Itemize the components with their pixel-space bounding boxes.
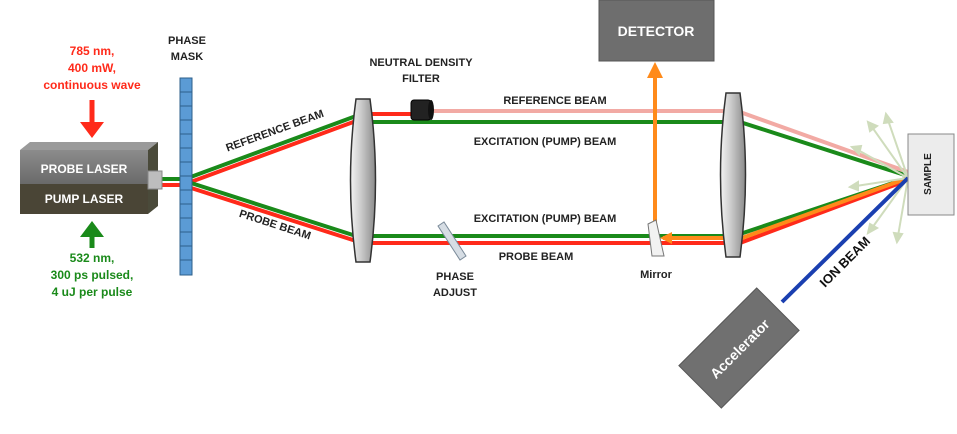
phase-mask: PHASE MASK [168, 35, 206, 276]
probe-spec-line3: continuous wave [43, 78, 141, 92]
probe-beam-bottom-label: PROBE BEAM [499, 251, 574, 263]
sample: SAMPLE [907, 133, 955, 216]
signal-arrow-head-up [647, 62, 663, 78]
pump-spec-line2: 300 ps pulsed, [51, 268, 134, 282]
laser-box: PROBE LASER PUMP LASER [20, 142, 163, 214]
signal-return-diag [741, 176, 909, 240]
probe-spec-line2: 400 mW, [68, 61, 116, 75]
reference-diag-red [187, 119, 357, 185]
reference-beam-top-label: REFERENCE BEAM [503, 95, 606, 107]
scatter-rays [847, 111, 909, 245]
probe-spec: 785 nm, 400 mW, continuous wave [43, 44, 141, 138]
reference-diag-green [187, 114, 357, 180]
laser-aperture [147, 170, 163, 190]
right-lens [719, 92, 747, 258]
pump-spec-line3: 4 uJ per pulse [52, 285, 133, 299]
probe-diag-green [187, 180, 357, 238]
phase-adjust-plate: PHASE ADJUST [433, 221, 477, 299]
accelerator: Accelerator [678, 287, 800, 409]
pump-arrow-head [80, 221, 104, 237]
nd-filter-label-line1: NEUTRAL DENSITY [369, 57, 473, 69]
neutral-density-filter: NEUTRAL DENSITY FILTER [369, 57, 473, 121]
excitation-beam-top-label: EXCITATION (PUMP) BEAM [474, 136, 617, 148]
pump-spec: 532 nm, 300 ps pulsed, 4 uJ per pulse [51, 221, 134, 299]
phase-adjust-label-line2: ADJUST [433, 287, 477, 299]
left-lens [349, 98, 377, 263]
probe-arrow-head [80, 122, 104, 138]
probe-diag-red [187, 185, 357, 243]
mirror: Mirror [640, 219, 673, 281]
mirror-label: Mirror [640, 269, 673, 281]
ion-beam [780, 176, 910, 304]
pump-laser-block [20, 184, 148, 214]
probe-to-sample-red [739, 178, 909, 245]
nd-filter-label-line2: FILTER [402, 73, 440, 85]
phase-mask-label-line2: MASK [171, 51, 203, 63]
excitation-to-sample-top [739, 120, 909, 178]
pump-spec-line1: 532 nm, [70, 251, 115, 265]
phase-adjust-label-line1: PHASE [436, 271, 474, 283]
probe-laser-block [20, 150, 148, 184]
signal-arrow-head-left [660, 232, 672, 244]
sample-label: SAMPLE [923, 153, 934, 195]
detector: DETECTOR [598, 0, 715, 62]
phase-mask-label-line1: PHASE [168, 35, 206, 47]
beam-paths [160, 62, 910, 304]
pump-laser-label: PUMP LASER [45, 192, 124, 206]
excitation-beam-bottom-label: EXCITATION (PUMP) BEAM [474, 213, 617, 225]
probe-spec-line1: 785 nm, [70, 44, 115, 58]
probe-laser-label: PROBE LASER [41, 162, 128, 176]
detector-label: DETECTOR [618, 23, 695, 39]
